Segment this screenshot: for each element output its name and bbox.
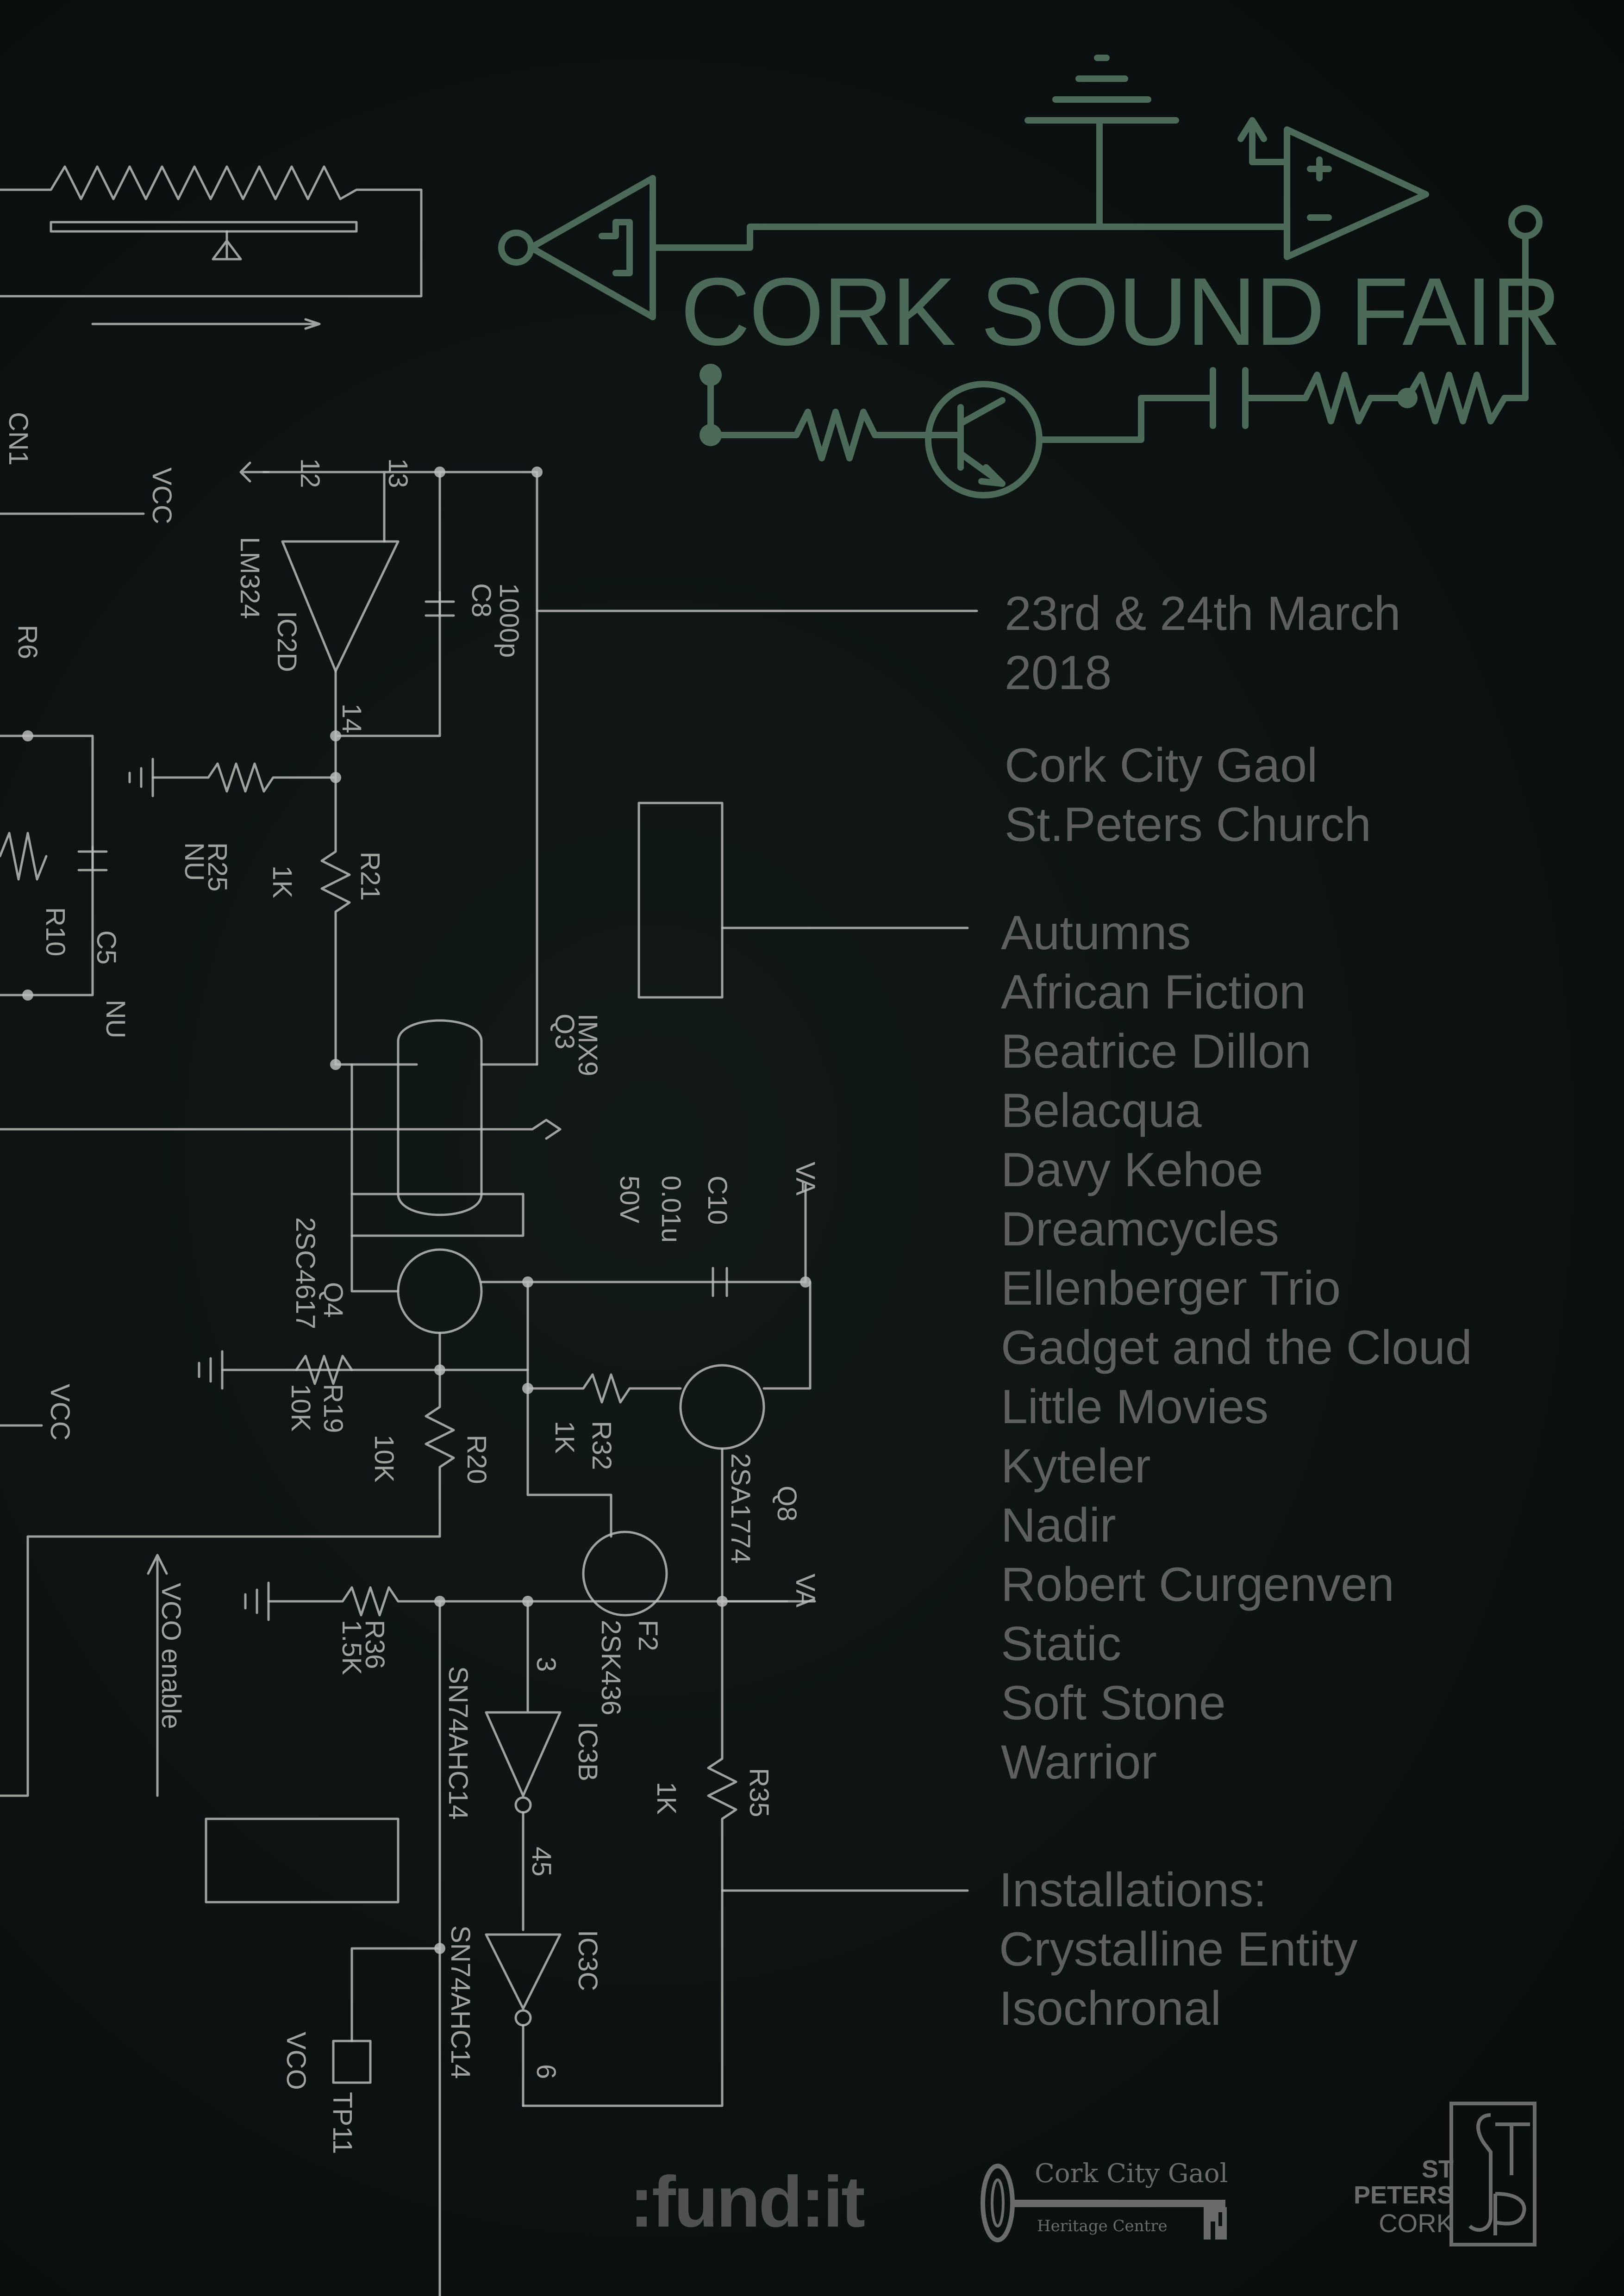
label-lm324: LM324 <box>235 537 265 619</box>
label-c10: C10 <box>702 1176 732 1225</box>
fundit-logo: :fund:it <box>630 2162 865 2242</box>
artist-item: African Fiction <box>1001 965 1306 1019</box>
label-tp11: TP11 <box>327 2092 357 2154</box>
st-peters-monogram-icon <box>1449 2102 1537 2246</box>
installations-heading: Installations: <box>999 1863 1267 1917</box>
artist-item: Warrior <box>1001 1736 1157 1789</box>
label-r20-value: 10K <box>369 1435 399 1483</box>
label-vcc-top: VCC <box>147 467 177 524</box>
installation-item: Isochronal <box>999 1982 1221 2035</box>
label-pin14: 14 <box>337 703 367 734</box>
label-r10: R10 <box>40 907 70 956</box>
date-line: 23rd & 24th March <box>1005 587 1401 641</box>
artist-item: Robert Curgenven <box>1001 1558 1394 1612</box>
st-peters-line-1: ST <box>1421 2155 1454 2183</box>
label-ic3b: IC3B <box>573 1722 603 1781</box>
year-line: 2018 <box>1005 646 1112 700</box>
artist-item: Gadget and the Cloud <box>1001 1321 1472 1375</box>
label-sn74ahc14-a: SN74AHC14 <box>443 1666 473 1820</box>
gaol-name: Cork City Gaol <box>1035 2159 1228 2189</box>
label-vco: VCO <box>281 2032 311 2090</box>
gaol-subtitle: Heritage Centre <box>1037 2217 1168 2235</box>
st-peters-line-3: CORK <box>1379 2209 1454 2238</box>
label-r25: R25 <box>202 842 232 891</box>
label-pin45: 45 <box>526 1847 556 1877</box>
label-r36: R36 <box>360 1620 390 1669</box>
label-cn1: CN1 <box>3 412 33 466</box>
artist-item: Dreamcycles <box>1001 1202 1279 1256</box>
label-c5: C5 <box>91 930 121 964</box>
label-vcc-mid: VCC <box>45 1384 75 1440</box>
key-icon <box>981 2164 1227 2242</box>
label-va-mid: VA <box>790 1574 820 1607</box>
label-r32: R32 <box>587 1421 617 1470</box>
label-va-top: VA <box>790 1162 820 1195</box>
artist-item: Autumns <box>1001 906 1191 960</box>
label-r35-value: 1K <box>651 1782 681 1815</box>
label-r21: R21 <box>355 852 385 901</box>
label-r19-value: 10K <box>286 1384 316 1432</box>
label-r20: R20 <box>462 1435 492 1484</box>
label-f2-part: 2SK436 <box>596 1620 626 1715</box>
artist-item: Little Movies <box>1001 1380 1268 1434</box>
label-r36-value: 1.5K <box>337 1620 367 1675</box>
artist-item: Ellenberger Trio <box>1001 1262 1341 1315</box>
label-c10-voltage: 50V <box>614 1176 644 1224</box>
artist-item: Nadir <box>1001 1499 1116 1552</box>
label-vco-enable: VCO enable <box>156 1583 186 1729</box>
label-sn74ahc14-b: SN74AHC14 <box>445 1925 475 2079</box>
installation-item: Crystalline Entity <box>999 1923 1358 1976</box>
event-venues: Cork City Gaol St.Peters Church <box>1005 736 1371 854</box>
label-r6: R6 <box>12 625 43 659</box>
installations: Installations: Crystalline Entity Isochr… <box>999 1860 1357 2038</box>
label-pin6: 6 <box>531 2064 561 2079</box>
label-c8-value: 1000p <box>494 583 524 658</box>
label-r35: R35 <box>744 1768 774 1817</box>
label-r21-value: 1K <box>267 865 297 898</box>
st-peters-cork-logo: ST PETERS CORK <box>1315 2101 1537 2249</box>
label-pin3: 3 <box>531 1657 561 1672</box>
venue-item: St.Peters Church <box>1005 798 1371 852</box>
label-q4-part: 2SC4617 <box>290 1217 320 1329</box>
label-q8-part: 2SA1774 <box>725 1453 756 1564</box>
artist-item: Soft Stone <box>1001 1676 1226 1730</box>
event-title: CORK SOUND FAIR <box>681 258 1561 366</box>
label-f2: F2 <box>633 1620 663 1651</box>
artist-lineup: Autumns African Fiction Beatrice Dillon … <box>1001 903 1472 1792</box>
st-peters-line-2: PETERS <box>1353 2181 1454 2209</box>
label-pin12: 12 <box>295 458 325 488</box>
label-q4: Q4 <box>318 1282 348 1318</box>
venue-item: Cork City Gaol <box>1005 739 1318 792</box>
label-r32-value: 1K <box>550 1421 580 1454</box>
label-q8: Q8 <box>772 1486 802 1521</box>
label-ic3c: IC3C <box>573 1930 603 1991</box>
label-c8: C8 <box>466 583 496 617</box>
label-pin13: 13 <box>383 458 413 488</box>
artist-item: Belacqua <box>1001 1084 1202 1138</box>
artist-item: Static <box>1001 1617 1122 1671</box>
label-ic2d: IC2D <box>272 611 302 672</box>
label-r25-value: NU <box>179 842 209 881</box>
label-c10-value: 0.01u <box>656 1176 686 1243</box>
label-q3-part: IMX9 <box>573 1014 603 1076</box>
artist-item: Beatrice Dillon <box>1001 1025 1312 1078</box>
label-r19: R19 <box>318 1384 348 1433</box>
label-q3: Q3 <box>550 1014 580 1049</box>
artist-item: Davy Kehoe <box>1001 1143 1263 1197</box>
artist-item: Kyteler <box>1001 1439 1151 1493</box>
cork-city-gaol-logo: Cork City Gaol Heritage Centre <box>977 2157 1255 2249</box>
label-c5-value: NU <box>100 1000 131 1039</box>
event-dates: 23rd & 24th March 2018 <box>1005 584 1401 703</box>
